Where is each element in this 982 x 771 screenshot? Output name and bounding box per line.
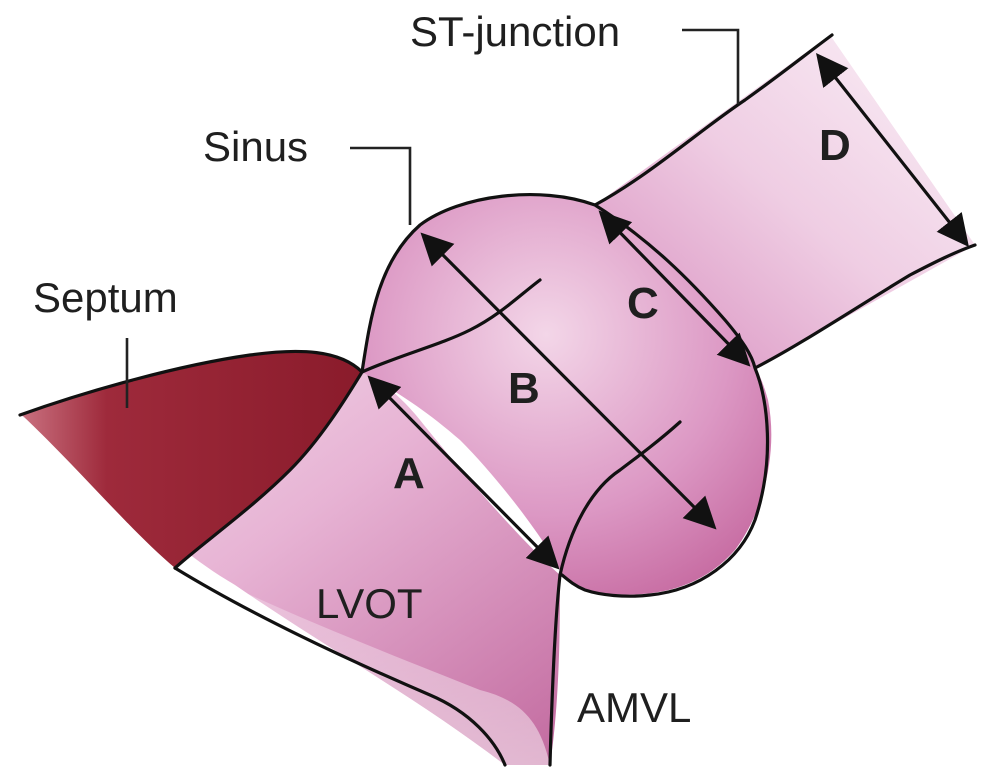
sinus-label: Sinus bbox=[203, 123, 308, 170]
septum-label: Septum bbox=[33, 274, 178, 321]
dimension-a-label: A bbox=[393, 449, 425, 498]
lvot-label: LVOT bbox=[316, 580, 423, 627]
amvl-label: AMVL bbox=[577, 684, 691, 731]
st-junction-leader bbox=[682, 30, 738, 104]
dimension-d-label: D bbox=[819, 121, 851, 170]
dimension-c-label: C bbox=[627, 279, 659, 328]
st-junction-label: ST-junction bbox=[410, 8, 620, 55]
dimension-b-label: B bbox=[508, 364, 540, 413]
sinus-leader bbox=[350, 148, 410, 225]
